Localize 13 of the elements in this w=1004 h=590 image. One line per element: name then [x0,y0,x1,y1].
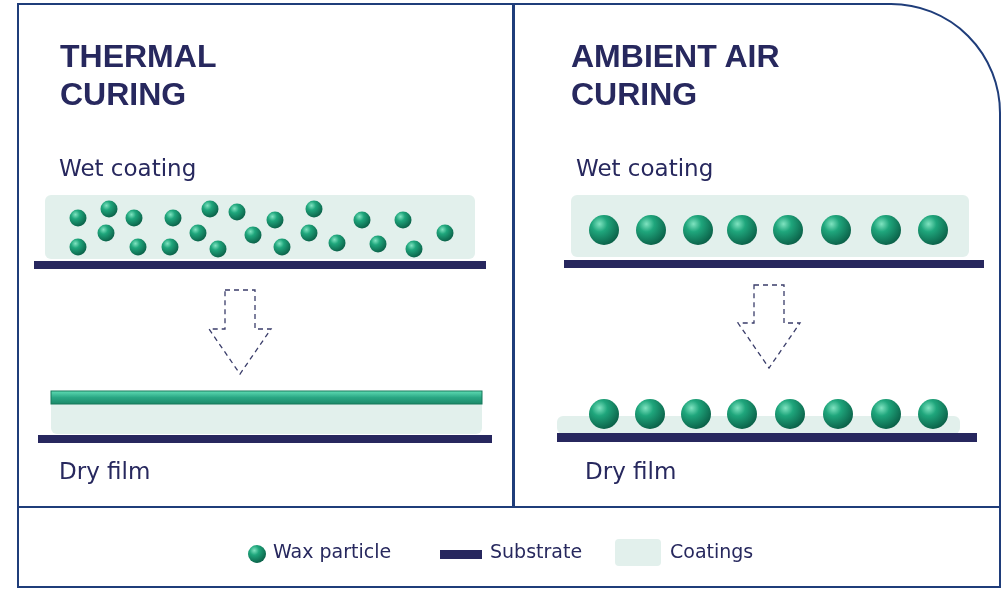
layer-label: Dry film [59,458,151,484]
legend-label: Substrate [490,540,583,562]
legend-label: Wax particle [273,540,392,562]
legend-label: Coatings [670,540,754,562]
block-arrow [736,284,802,370]
layer-label: Dry film [585,458,677,484]
panel [513,3,1001,508]
panel [17,3,514,508]
panel-title: AMBIENT AIR CURING [571,37,781,113]
block-arrow [207,289,273,376]
panel-title: THERMAL CURING [60,37,217,113]
layer-label: Wet coating [576,155,714,181]
layer-label: Wet coating [59,155,197,181]
